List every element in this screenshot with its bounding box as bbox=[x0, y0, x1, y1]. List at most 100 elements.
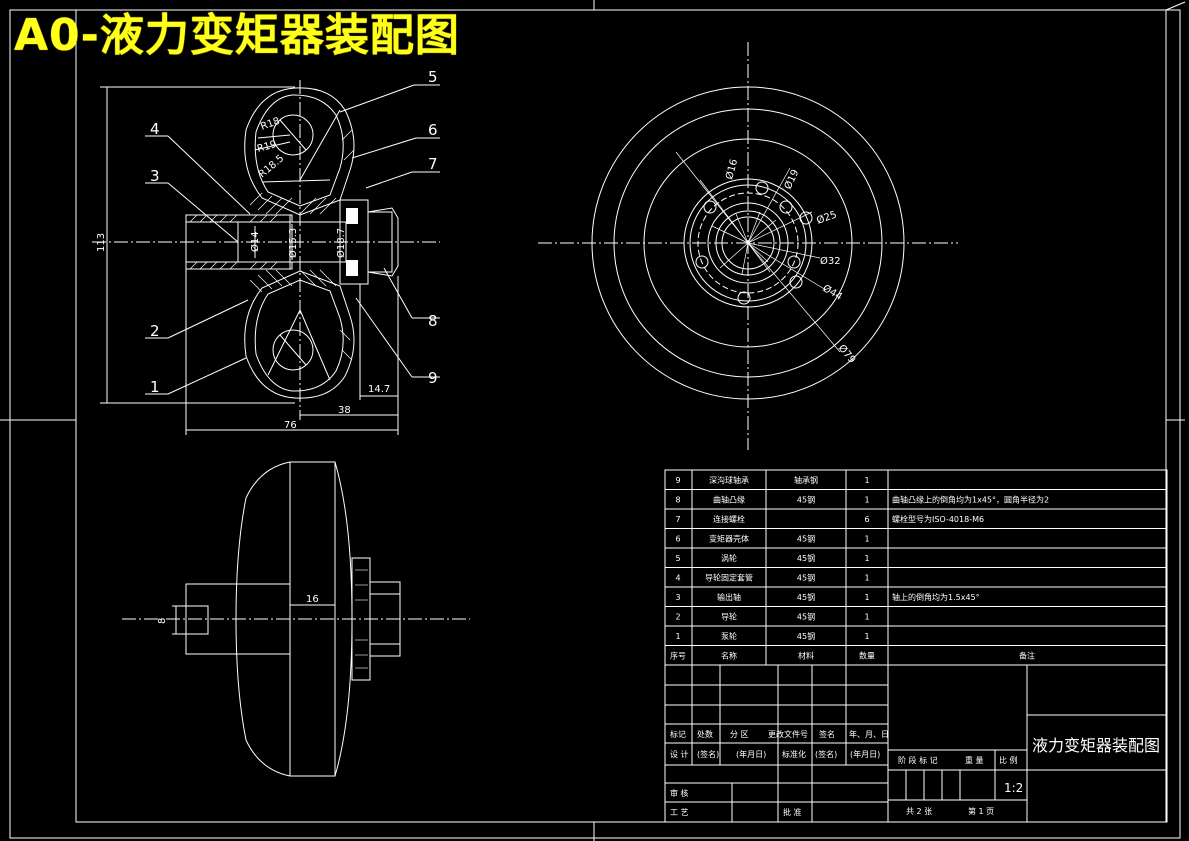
title-block-grid bbox=[665, 664, 1167, 822]
parts-row-material: 45钢 bbox=[797, 553, 815, 563]
parts-row-name: 变矩器壳体 bbox=[709, 534, 749, 544]
dim-r18: R18 bbox=[259, 116, 281, 133]
callout-7: 7 bbox=[428, 155, 438, 173]
end-view bbox=[538, 42, 958, 450]
parts-row-number: 4 bbox=[675, 574, 680, 583]
parts-row-quantity: 6 bbox=[864, 515, 869, 524]
parts-row-number: 6 bbox=[675, 535, 680, 544]
callout-1: 1 bbox=[150, 378, 160, 396]
parts-row-quantity: 1 bbox=[864, 632, 869, 641]
dim-d25: Ø25 bbox=[815, 208, 838, 226]
parts-row-number: 3 bbox=[675, 593, 680, 602]
tb-std: 标准化 bbox=[782, 749, 806, 759]
parts-row-material: 45钢 bbox=[797, 631, 815, 641]
drawing-banner-title: A0-液力变矩器装配图 bbox=[14, 10, 460, 61]
tb-date2: (年月日) bbox=[850, 749, 880, 759]
parts-row-quantity: 1 bbox=[864, 574, 869, 583]
callout-4: 4 bbox=[150, 120, 160, 138]
dim-dia15-3: Ø15.3 bbox=[287, 228, 299, 258]
tb-sign: 签名 bbox=[819, 729, 835, 739]
dim-w16: 16 bbox=[306, 594, 319, 605]
parts-row-number: 2 bbox=[675, 613, 680, 622]
tb-mark: 标记 bbox=[670, 729, 686, 739]
tb-sig2: (签名) bbox=[815, 749, 837, 759]
dim-dia18-7: Ø18.7 bbox=[335, 228, 347, 258]
dim-w14-7: 14.7 bbox=[368, 384, 390, 395]
tb-date: 年、月、日 bbox=[849, 729, 889, 739]
tb-scale: 1:2 bbox=[1004, 781, 1023, 795]
callout-2: 2 bbox=[150, 322, 160, 340]
tb-sig1: (签名) bbox=[697, 749, 719, 759]
dim-h113: 113 bbox=[96, 233, 107, 252]
parts-row-name: 泵轮 bbox=[721, 631, 737, 641]
drawing-name: 液力变矩器装配图 bbox=[1032, 736, 1160, 755]
parts-row-quantity: 1 bbox=[864, 554, 869, 563]
tb-change-doc: 更改文件号 bbox=[768, 729, 808, 739]
parts-list-rows: 9 深沟球轴承 轴承钢 1 8 曲轴凸缘 45钢 1 曲轴凸缘上的倒角均为1x45°，圆角半径为… bbox=[665, 475, 1167, 661]
tb-date1: (年月日) bbox=[736, 749, 766, 759]
parts-row-material: 45钢 bbox=[797, 592, 815, 602]
callout-3: 3 bbox=[150, 167, 160, 185]
parts-row-material: 45钢 bbox=[797, 495, 815, 505]
parts-row-note: 轴上的倒角均为1.5x45° bbox=[892, 592, 980, 602]
parts-row-quantity: 1 bbox=[864, 496, 869, 505]
dim-d16: Ø16 bbox=[723, 158, 740, 181]
tb-approve: 批 准 bbox=[783, 807, 802, 817]
parts-row-quantity: 1 bbox=[864, 476, 869, 485]
parts-row-name: 涡轮 bbox=[721, 553, 737, 563]
dim-r19: R19 bbox=[256, 139, 278, 155]
parts-row-material: 45钢 bbox=[797, 573, 815, 583]
callout-5: 5 bbox=[428, 68, 438, 86]
parts-row-material: 轴承钢 bbox=[794, 475, 818, 485]
parts-header-quantity: 数量 bbox=[859, 651, 875, 661]
tb-design: 设 计 bbox=[670, 749, 689, 759]
dim-d19: Ø19 bbox=[782, 168, 802, 192]
external-view bbox=[122, 461, 470, 777]
dim-w76: 76 bbox=[284, 420, 297, 431]
tb-scale-label: 比 例 bbox=[999, 755, 1018, 765]
tb-craft: 工 艺 bbox=[670, 808, 689, 817]
tb-weight: 重 量 bbox=[965, 755, 984, 765]
callout-6: 6 bbox=[428, 121, 438, 139]
parts-row-name: 曲轴凸缘 bbox=[713, 495, 745, 505]
tb-review: 审 核 bbox=[670, 788, 689, 798]
parts-row-name: 输出轴 bbox=[717, 592, 741, 602]
dim-dia14: Ø14 bbox=[249, 231, 261, 252]
callout-8: 8 bbox=[428, 312, 438, 330]
parts-row-material: 45钢 bbox=[797, 534, 815, 544]
parts-header-material: 材料 bbox=[798, 651, 814, 661]
section-callouts: 5 6 7 8 9 4 3 2 1 bbox=[150, 68, 438, 396]
tb-count: 处数 bbox=[697, 729, 713, 739]
parts-row-quantity: 1 bbox=[864, 535, 869, 544]
parts-row-number: 8 bbox=[675, 496, 680, 505]
external-view-labels: 16 8 bbox=[157, 594, 319, 624]
dim-d32: Ø32 bbox=[820, 255, 841, 267]
section-view bbox=[92, 80, 440, 435]
dim-d79: Ø79 bbox=[836, 342, 858, 366]
tb-sheets-total: 共 2 张 bbox=[906, 807, 932, 816]
parts-row-note: 曲轴凸缘上的倒角均为1x45°，圆角半径为2 bbox=[892, 495, 1049, 505]
dim-d8: 8 bbox=[157, 618, 168, 624]
tb-zone: 分 区 bbox=[730, 730, 749, 739]
parts-header-name: 名称 bbox=[721, 651, 737, 661]
parts-row-name: 深沟球轴承 bbox=[709, 475, 749, 485]
dim-d44: Ø44 bbox=[821, 282, 845, 303]
parts-row-name: 导轮 bbox=[721, 612, 737, 622]
parts-row-number: 5 bbox=[675, 554, 680, 563]
callout-9: 9 bbox=[428, 369, 438, 387]
end-view-dimension-labels: Ø16 Ø19 Ø25 Ø32 Ø44 Ø79 bbox=[723, 158, 858, 366]
tb-sheet-no: 第 1 页 bbox=[968, 806, 994, 816]
parts-row-number: 9 bbox=[675, 476, 680, 485]
dim-r18-5: R18.5 bbox=[257, 153, 286, 180]
parts-header-number: 序号 bbox=[670, 651, 686, 661]
parts-row-quantity: 1 bbox=[864, 593, 869, 602]
title-block-labels: 标记 处数 分 区 更改文件号 签名 年、月、日 设 计 (签名) (年月日) … bbox=[670, 729, 1018, 817]
parts-row-quantity: 1 bbox=[864, 613, 869, 622]
tb-stage: 阶 段 标 记 bbox=[898, 755, 938, 765]
parts-row-name: 连接螺栓 bbox=[713, 514, 745, 524]
parts-row-number: 7 bbox=[675, 515, 680, 524]
parts-row-name: 导轮固定套管 bbox=[705, 573, 753, 583]
dim-w38: 38 bbox=[338, 405, 351, 416]
